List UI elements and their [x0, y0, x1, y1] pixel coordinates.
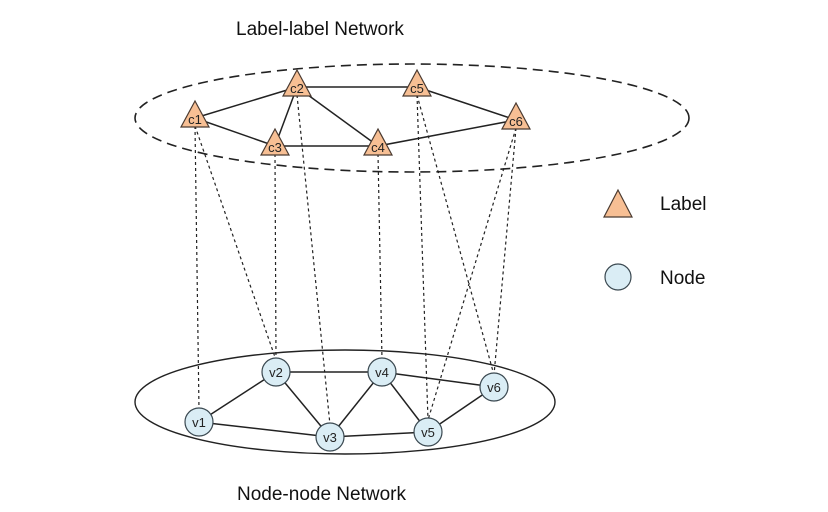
label-triangle-icon [281, 68, 313, 97]
legend: Label Node [603, 188, 707, 291]
cross-link-c4-v4 [377, 153, 383, 361]
cross-links [194, 94, 517, 426]
node-vertex-v1: v1 [184, 407, 214, 437]
cross-link-c6-v5 [427, 127, 517, 421]
legend-label-text: Label [660, 194, 707, 215]
node-vertices: v1 v2 v3 v4 v5 v6 [184, 357, 509, 452]
cross-link-c1-v2 [194, 125, 277, 361]
cross-link-c2-v3 [296, 94, 331, 426]
label-edges [194, 86, 517, 147]
node-vertex-v5: v5 [413, 417, 443, 447]
label-edge-c2-c4 [296, 86, 379, 147]
label-edge-c1-c2 [194, 86, 298, 119]
node-circle-icon [413, 417, 443, 447]
cross-link-c5-v5 [416, 94, 429, 421]
cross-link-c1-v1 [194, 125, 200, 411]
node-vertex-v4: v4 [367, 357, 397, 387]
label-vertex-text: c4 [371, 140, 385, 155]
label-vertex-c5: c5 [401, 68, 433, 97]
label-vertex-c2: c2 [281, 68, 313, 97]
label-vertex-c3: c3 [259, 127, 291, 156]
label-vertices: c1 c2 c3 c4 c5 c6 [179, 68, 532, 156]
node-edge-v3-v5 [329, 431, 429, 438]
label-network-title: Label-label Network [236, 19, 404, 40]
legend-node-circle-icon [604, 263, 632, 291]
label-triangle-icon [500, 101, 532, 130]
label-network-boundary [134, 63, 690, 173]
node-vertex-text: v5 [421, 425, 435, 440]
label-vertex-c4: c4 [362, 127, 394, 156]
node-edges [198, 371, 495, 438]
label-vertex-c6: c6 [500, 101, 532, 130]
node-circle-icon [479, 372, 509, 402]
label-triangle-icon [179, 99, 211, 128]
cross-link-c6-v6 [493, 127, 517, 376]
node-circle-icon [184, 407, 214, 437]
node-vertex-text: v2 [269, 365, 283, 380]
node-vertex-text: v1 [192, 415, 206, 430]
cross-link-c5-v6 [416, 94, 495, 376]
label-triangle-icon [259, 127, 291, 156]
node-circle-icon [261, 357, 291, 387]
node-vertex-text: v6 [487, 380, 501, 395]
node-edge-v1-v3 [198, 421, 331, 438]
label-vertex-c1: c1 [179, 99, 211, 128]
node-vertex-text: v4 [375, 365, 389, 380]
node-vertex-v2: v2 [261, 357, 291, 387]
label-vertex-text: c6 [509, 114, 523, 129]
label-vertex-text: c3 [268, 140, 282, 155]
label-triangle-icon [362, 127, 394, 156]
node-vertex-text: v3 [323, 430, 337, 445]
label-triangle-icon [401, 68, 433, 97]
label-edge-c5-c6 [416, 86, 517, 121]
node-circle-icon [315, 422, 345, 452]
label-vertex-text: c2 [290, 81, 304, 96]
label-edge-c4-c6 [377, 119, 517, 147]
cross-link-c3-v2 [274, 153, 277, 361]
label-edge-c1-c3 [194, 117, 276, 147]
node-vertex-v3: v3 [315, 422, 345, 452]
node-vertex-v6: v6 [479, 372, 509, 402]
label-vertex-text: c5 [410, 81, 424, 96]
node-network-title: Node-node Network [237, 484, 406, 505]
node-edge-v4-v6 [381, 371, 495, 388]
node-edge-v1-v2 [198, 371, 277, 423]
legend-node-text: Node [660, 268, 705, 289]
node-network-boundary [134, 349, 556, 455]
node-circle-icon [367, 357, 397, 387]
legend-label-triangle-icon [603, 188, 633, 218]
label-vertex-text: c1 [188, 112, 202, 127]
